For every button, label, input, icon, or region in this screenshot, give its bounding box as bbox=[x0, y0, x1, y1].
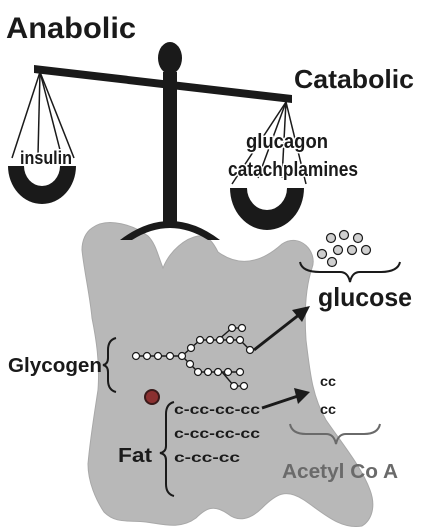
glucose-unit bbox=[155, 353, 162, 360]
acetyl-coa-label: Acetyl Co A bbox=[282, 461, 398, 483]
glucose-unit bbox=[241, 383, 248, 390]
insulin-label: insulin bbox=[20, 148, 72, 168]
catecholamines-label: catachplamines bbox=[228, 159, 358, 181]
fat-label: Fat bbox=[118, 445, 152, 467]
cc-unit: cc bbox=[320, 401, 336, 417]
glucose-molecule bbox=[328, 258, 337, 267]
catabolic-label: Catabolic bbox=[294, 64, 414, 94]
glucose-molecule bbox=[334, 246, 343, 255]
glucose-unit bbox=[231, 383, 238, 390]
glucose-molecule bbox=[354, 234, 363, 243]
fat-chain: c-cc-cc-cc bbox=[174, 425, 260, 441]
glycogen-label: Glycogen bbox=[8, 355, 102, 377]
glucose-unit bbox=[217, 337, 224, 344]
mitochondrion bbox=[145, 390, 159, 404]
glucose-label: glucose bbox=[318, 282, 412, 312]
fat-chain: c-cc-cc-cc bbox=[174, 401, 260, 417]
glucose-unit bbox=[187, 361, 194, 368]
scale-knob bbox=[158, 42, 182, 74]
left-pan-strings bbox=[12, 72, 74, 158]
glucose-unit bbox=[225, 369, 232, 376]
glucagon-label: glucagon bbox=[246, 131, 328, 153]
glucose-brace bbox=[300, 262, 400, 282]
glucose-unit bbox=[237, 337, 244, 344]
cc-unit: cc bbox=[320, 373, 336, 389]
glucose-molecules bbox=[318, 231, 371, 267]
glucose-molecule bbox=[362, 246, 371, 255]
glucose-unit bbox=[227, 337, 234, 344]
glucose-molecule bbox=[340, 231, 349, 240]
glucose-unit bbox=[239, 325, 246, 332]
glucose-unit bbox=[167, 353, 174, 360]
glucose-unit bbox=[133, 353, 140, 360]
glucose-molecule bbox=[348, 246, 357, 255]
glucose-unit bbox=[205, 369, 212, 376]
glucose-unit bbox=[179, 353, 186, 360]
glucose-unit bbox=[229, 325, 236, 332]
fat-chain: c-cc-cc bbox=[174, 449, 240, 465]
glucose-unit bbox=[207, 337, 214, 344]
glucose-unit bbox=[197, 337, 204, 344]
glucose-unit bbox=[215, 369, 222, 376]
scale-post bbox=[163, 72, 177, 222]
glucose-unit bbox=[195, 369, 202, 376]
scale-base bbox=[120, 221, 220, 240]
anabolic-label: Anabolic bbox=[6, 12, 136, 45]
glucose-molecule bbox=[327, 234, 336, 243]
glucose-unit bbox=[188, 345, 195, 352]
glucose-molecule bbox=[318, 250, 327, 259]
glucose-unit bbox=[144, 353, 151, 360]
glucose-unit bbox=[247, 347, 254, 354]
glucose-unit bbox=[237, 369, 244, 376]
